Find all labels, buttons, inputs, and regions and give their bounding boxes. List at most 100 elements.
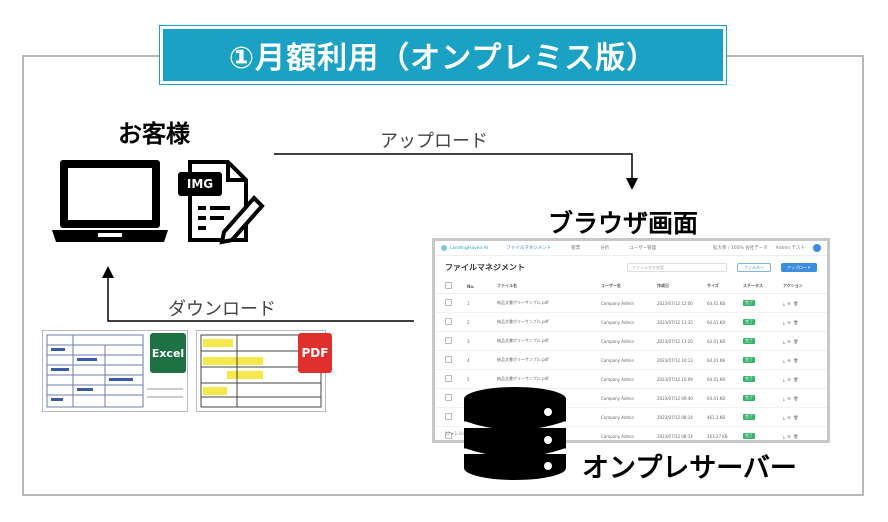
filter-button[interactable]: フィルター: [737, 263, 771, 272]
nav-item-forms[interactable]: 帳票: [571, 246, 581, 251]
on-prem-server-label: オンプレサーバー: [582, 453, 797, 484]
download-icon[interactable]: ⤓: [783, 319, 785, 325]
row-user: Company Admin: [599, 369, 655, 389]
download-icon[interactable]: ⤓: [783, 433, 785, 439]
title-text: ①月額利用（オンプレミス版）: [228, 41, 658, 76]
row-size: 64.41 KB: [705, 312, 741, 332]
row-checkbox[interactable]: [445, 356, 452, 363]
download-arrow: [102, 266, 414, 322]
delete-icon[interactable]: 🗑: [793, 338, 799, 344]
row-size: 64.41 KB: [705, 388, 741, 408]
nav-item-file-management[interactable]: ファイルマネジメント: [506, 246, 552, 251]
app-logo: LandingHaven AI: [441, 245, 488, 251]
status-badge: 完了: [743, 433, 755, 439]
browser-header: LandingHaven AI ファイルマネジメント 帳票 分析 ユーザー管理 …: [435, 241, 827, 256]
row-date: 2023/07/12 09:40: [655, 388, 705, 408]
download-icon[interactable]: ⤓: [783, 414, 785, 420]
row-no: 2: [465, 312, 495, 332]
mail-icon[interactable]: ✉: [787, 300, 791, 306]
row-date: 2023/07/12 11:20: [655, 331, 705, 351]
row-checkbox[interactable]: [445, 299, 452, 306]
row-checkbox[interactable]: [445, 432, 452, 439]
row-size: 263.27 KB: [705, 426, 741, 440]
mail-icon[interactable]: ✉: [787, 395, 791, 401]
mail-icon[interactable]: ✉: [787, 338, 791, 344]
mail-icon[interactable]: ✉: [787, 376, 791, 382]
delete-icon[interactable]: 🗑: [793, 319, 799, 325]
database-icon: [463, 387, 567, 480]
excel-badge: Excel: [150, 333, 186, 373]
row-no: 5: [465, 369, 495, 389]
status-badge: 完了: [743, 414, 755, 420]
row-checkbox[interactable]: [445, 318, 452, 325]
select-all-checkbox[interactable]: [445, 282, 452, 289]
row-size: 64.41 KB: [705, 350, 741, 370]
status-badge: 完了: [743, 376, 755, 382]
delete-icon[interactable]: 🗑: [793, 414, 799, 420]
page-title: ファイルマネジメント: [445, 263, 525, 272]
row-user: Company Admin: [599, 350, 655, 370]
customer-label: お客様: [118, 120, 190, 148]
mail-icon[interactable]: ✉: [787, 357, 791, 363]
row-user: Company Admin: [599, 293, 655, 313]
nav-item-user-management[interactable]: ユーザー管理: [629, 246, 657, 251]
pdf-badge: PDF: [298, 333, 332, 373]
mail-icon[interactable]: ✉: [787, 433, 791, 439]
row-checkbox[interactable]: [445, 413, 452, 420]
row-filename[interactable]: 納品文書ポリーサンプル.pdf: [495, 350, 599, 370]
img-tag: IMG: [186, 177, 214, 191]
row-filename[interactable]: 納品文書ポリーサンプル.pdf: [495, 369, 599, 389]
delete-icon[interactable]: 🗑: [793, 357, 799, 363]
mail-icon[interactable]: ✉: [787, 319, 791, 325]
row-user: Company Admin: [599, 331, 655, 351]
row-no: 1: [465, 293, 495, 313]
pagination[interactable]: 10 ▾ 1-10 / 22件: [445, 431, 477, 436]
row-no: 4: [465, 350, 495, 370]
row-date: 2023/07/12 10:13: [655, 350, 705, 370]
col-filename: ファイル名: [495, 279, 599, 294]
upload-label: アップロード: [380, 131, 488, 152]
col-date: 作成日: [655, 279, 705, 294]
row-filename[interactable]: 納品文書ポリーサンプル.pdf: [495, 293, 599, 313]
row-size: 64.41 KB: [705, 331, 741, 351]
upload-button[interactable]: アップロード: [781, 263, 817, 272]
row-date: 2023/07/12 12:00: [655, 293, 705, 313]
download-icon[interactable]: ⤓: [783, 338, 785, 344]
row-size: 461.3 KB: [705, 407, 741, 427]
delete-icon[interactable]: 🗑: [793, 395, 799, 401]
row-filename[interactable]: 納品文書ポリーサンプル.pdf: [495, 312, 599, 332]
mail-icon[interactable]: ✉: [787, 414, 791, 420]
nav-item-analysis[interactable]: 分析: [600, 246, 610, 251]
search-input[interactable]: ファイル名を検索: [627, 263, 727, 272]
row-checkbox[interactable]: [445, 375, 452, 382]
row-user: Company Admin: [599, 388, 655, 408]
delete-icon[interactable]: 🗑: [793, 433, 799, 439]
browser-screen-label: ブラウザ画面: [548, 209, 699, 238]
delete-icon[interactable]: 🗑: [793, 376, 799, 382]
row-filename[interactable]: 納品文書ポリーサンプル.pdf: [495, 331, 599, 351]
delete-icon[interactable]: 🗑: [793, 300, 799, 306]
logo-icon: [441, 245, 447, 251]
avatar[interactable]: [813, 244, 821, 252]
row-checkbox[interactable]: [445, 337, 452, 344]
download-icon[interactable]: ⤓: [783, 395, 785, 401]
col-status: ステータス: [741, 279, 781, 294]
download-icon[interactable]: ⤓: [783, 357, 785, 363]
row-date: 2023/07/12 08:14: [655, 407, 705, 427]
title-banner: ①月額利用（オンプレミス版）: [159, 25, 727, 85]
row-user: Company Admin: [599, 312, 655, 332]
row-date: 2023/07/12 08:14: [655, 426, 705, 440]
status-badge: 完了: [743, 395, 755, 401]
laptop-icon: [52, 160, 168, 242]
browser-nav: ファイルマネジメント 帳票 分析 ユーザー管理: [506, 245, 656, 251]
download-icon[interactable]: ⤓: [783, 376, 785, 382]
row-checkbox[interactable]: [445, 394, 452, 401]
col-action: アクション: [781, 279, 827, 294]
page-toolbar: ファイルマネジメント ファイル名を検索 フィルター アップロード: [435, 256, 827, 279]
download-icon[interactable]: ⤓: [783, 300, 785, 306]
